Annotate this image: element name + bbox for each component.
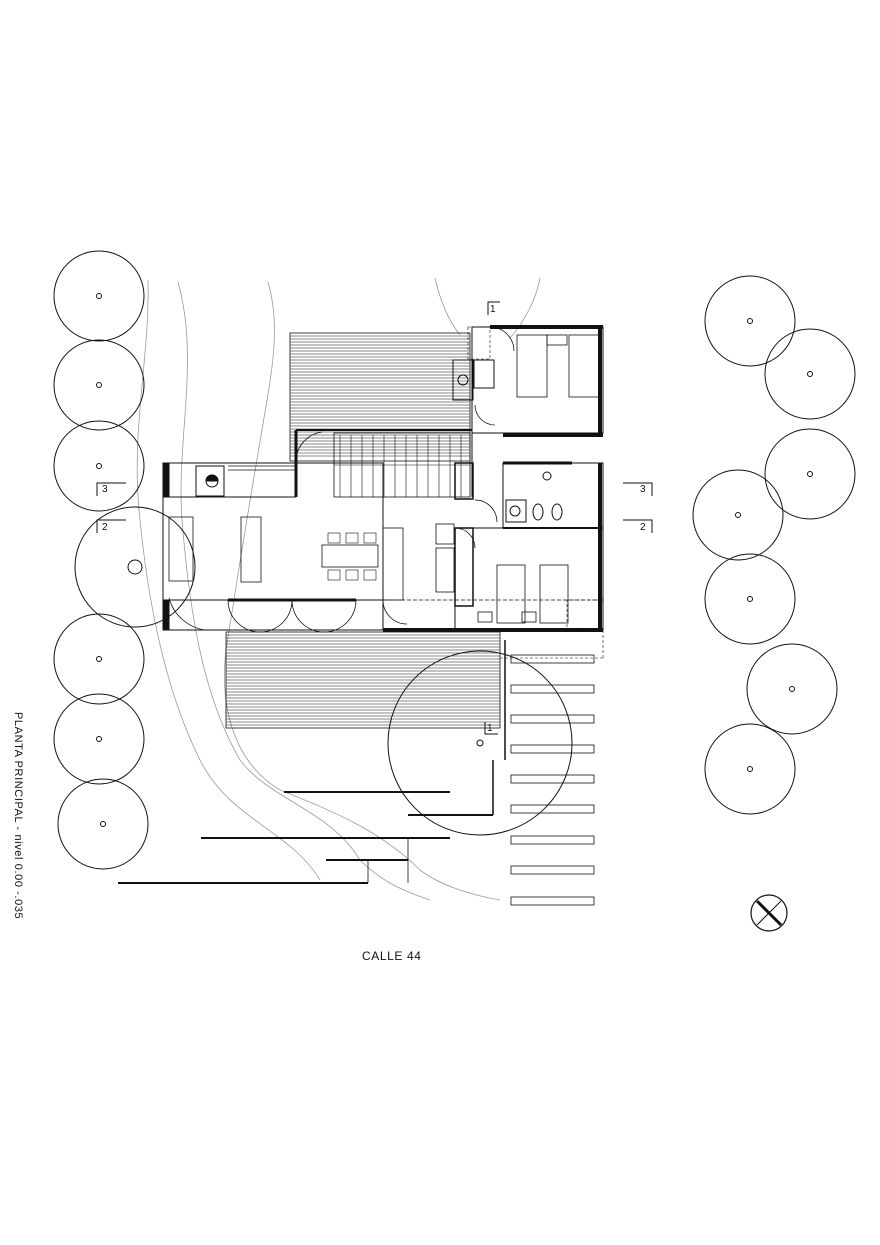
section-markers <box>96 301 653 735</box>
tree <box>53 420 145 512</box>
dining-chair <box>363 569 377 581</box>
dining-chair <box>327 569 341 581</box>
tree <box>57 778 149 870</box>
section-label-2-right: 2 <box>640 522 646 533</box>
building-walls <box>162 325 604 659</box>
tree <box>746 643 838 735</box>
tree <box>74 506 196 628</box>
tree <box>387 650 573 836</box>
street-name: CALLE 44 <box>362 949 422 963</box>
tree <box>53 250 145 342</box>
tree <box>53 693 145 785</box>
terrain-contours <box>136 277 541 901</box>
site-steps <box>118 640 595 906</box>
tree <box>692 469 784 561</box>
section-label-2-left: 2 <box>102 522 108 533</box>
tree <box>53 613 145 705</box>
tree <box>704 553 796 645</box>
tree <box>704 723 796 815</box>
tree <box>704 275 796 367</box>
dining-chair <box>345 532 359 544</box>
tree <box>53 339 145 431</box>
section-label-1-bottom: 1 <box>487 723 493 734</box>
section-label-3-left: 3 <box>102 484 108 495</box>
section-label-1-top: 1 <box>490 304 496 315</box>
section-label-3-right: 3 <box>640 484 646 495</box>
north-arrow-icon <box>750 894 788 932</box>
dining-chair <box>363 532 377 544</box>
dining-chair <box>345 569 359 581</box>
tree <box>764 428 856 520</box>
plan-title: PLANTA PRINCIPAL - nivel 0.00 -.035 <box>12 712 24 920</box>
decks <box>225 332 501 729</box>
tree <box>764 328 856 420</box>
dining-chair <box>327 532 341 544</box>
trees <box>53 250 856 870</box>
